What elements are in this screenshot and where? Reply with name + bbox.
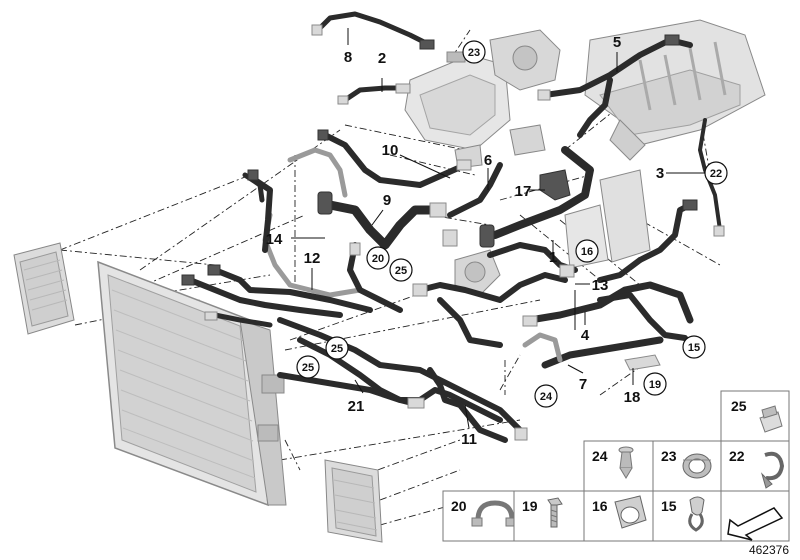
callout-12: 12 bbox=[304, 250, 321, 267]
callout-10: 10 bbox=[382, 142, 399, 159]
grid-label-15: 15 bbox=[661, 498, 677, 514]
callout-5: 5 bbox=[613, 34, 621, 51]
svg-text:24: 24 bbox=[540, 391, 553, 403]
auxiliary-radiator-left bbox=[13, 242, 75, 335]
callout-25-circled-top: 25 bbox=[389, 258, 413, 282]
callout-20-circled: 20 bbox=[366, 246, 390, 270]
svg-text:25: 25 bbox=[331, 343, 343, 355]
circled-callouts: 23 22 16 20 25 15 25 25 bbox=[296, 40, 728, 408]
callout-7: 7 bbox=[579, 376, 587, 393]
callout-19-circled: 19 bbox=[643, 372, 667, 396]
hose-clamp-23-icon bbox=[682, 453, 712, 479]
holder-18 bbox=[624, 354, 661, 371]
auxiliary-radiator-bottom bbox=[324, 459, 383, 543]
expanding-rivet-24-icon bbox=[618, 446, 634, 479]
bolt-19-icon bbox=[547, 497, 563, 528]
svg-text:15: 15 bbox=[688, 342, 700, 354]
callout-6: 6 bbox=[484, 152, 492, 169]
grid-label-25: 25 bbox=[731, 398, 747, 414]
callout-8: 8 bbox=[344, 49, 352, 66]
svg-text:25: 25 bbox=[395, 265, 407, 277]
callout-17: 17 bbox=[515, 183, 532, 200]
svg-text:19: 19 bbox=[649, 379, 661, 391]
leader-lines bbox=[291, 28, 705, 429]
grid-cell-22 bbox=[720, 440, 790, 492]
clip-25-icon bbox=[759, 405, 783, 433]
clamp-16-icon bbox=[614, 495, 647, 529]
callout-2: 2 bbox=[378, 50, 386, 67]
grid-label-16: 16 bbox=[592, 498, 608, 514]
svg-text:20: 20 bbox=[372, 253, 384, 265]
callout-15-circled: 15 bbox=[682, 335, 706, 359]
callout-14: 14 bbox=[266, 231, 283, 248]
callout-22-circled: 22 bbox=[704, 161, 728, 185]
grid-label-23: 23 bbox=[661, 448, 677, 464]
callout-24-circled: 24 bbox=[534, 384, 558, 408]
callout-3: 3 bbox=[656, 165, 664, 182]
clip-22-icon bbox=[760, 451, 785, 489]
callout-18: 18 bbox=[624, 389, 641, 406]
callouts: 8 2 5 3 10 6 17 9 14 12 1 13 4 7 21 11 1… bbox=[266, 34, 665, 448]
callout-4: 4 bbox=[581, 327, 590, 344]
callout-9: 9 bbox=[383, 192, 391, 209]
hose-connectors bbox=[181, 24, 725, 441]
diagram-reference-number: 462376 bbox=[749, 543, 789, 557]
main-radiator bbox=[97, 260, 287, 507]
callout-25-circled-mid: 25 bbox=[325, 336, 349, 360]
grid-label-24: 24 bbox=[592, 448, 608, 464]
grid-label-20: 20 bbox=[451, 498, 467, 514]
thermostat-housing bbox=[489, 29, 561, 91]
clip-15-icon bbox=[688, 496, 705, 532]
svg-text:22: 22 bbox=[710, 168, 722, 180]
callout-21: 21 bbox=[348, 398, 365, 415]
hose-bracket-17 bbox=[539, 169, 571, 201]
callout-13: 13 bbox=[592, 277, 609, 294]
grid-label-19: 19 bbox=[522, 498, 538, 514]
grid-cell-24 bbox=[583, 440, 654, 492]
direction-arrow-icon bbox=[727, 507, 784, 541]
svg-text:23: 23 bbox=[468, 47, 480, 59]
svg-text:16: 16 bbox=[581, 246, 593, 258]
coolant-pump bbox=[454, 249, 501, 296]
svg-text:25: 25 bbox=[302, 362, 314, 374]
parts-grid: 25 24 23 22 20 bbox=[442, 390, 790, 542]
callout-1: 1 bbox=[549, 249, 557, 266]
hoses bbox=[187, 11, 722, 443]
callout-25-circled-low: 25 bbox=[296, 355, 320, 379]
grid-cell-15 bbox=[652, 490, 722, 542]
callout-23-circled: 23 bbox=[462, 40, 486, 64]
callout-16-circled: 16 bbox=[575, 239, 599, 263]
callout-11: 11 bbox=[461, 431, 477, 448]
grid-label-22: 22 bbox=[729, 448, 745, 464]
expansion-tank bbox=[404, 51, 511, 151]
